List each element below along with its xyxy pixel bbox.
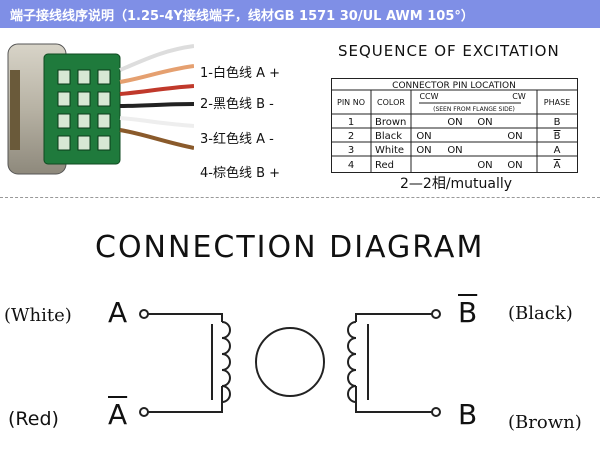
table-cell-on: ON [507, 131, 522, 142]
table-cell-phase: B [554, 117, 561, 128]
banner-title: 端子接线线序说明（1.25-4Y接线端子，线材GB 1571 30/UL AWM… [10, 9, 474, 24]
table-cell-on: ON [416, 131, 431, 142]
wire-label-red: 3-红色线 A - [200, 132, 274, 147]
wire-label-black: 2-黑色线 B - [200, 97, 274, 112]
table-cell-pin: 2 [348, 131, 354, 142]
terminal-b-bar: B [458, 296, 478, 329]
table-cell-on: ON [447, 117, 462, 128]
col-ccw: CCW [419, 92, 438, 101]
terminal-b-dot [431, 407, 441, 417]
table-cell-on: ON [477, 160, 492, 171]
label-brown: (Brown) [508, 412, 582, 433]
header-banner: 端子接线线序说明（1.25-4Y接线端子，线材GB 1571 30/UL AWM… [0, 0, 600, 28]
wire-label-brown: 4-棕色线 B + [200, 166, 281, 181]
table-cell-on: ON [507, 160, 522, 171]
terminal-b-bar-dot [431, 309, 441, 319]
table-cell-pin: 3 [348, 145, 354, 156]
motor-photo [7, 43, 194, 175]
table-header: CONNECTOR PIN LOCATION [392, 81, 516, 91]
label-white: (White) [4, 305, 72, 326]
table-cell-phase: B [554, 131, 561, 142]
diagram-title: CONNECTION DIAGRAM [95, 230, 485, 265]
terminal-b: B [458, 398, 478, 431]
rotor-circle [255, 327, 325, 397]
excitation-table: CONNECTOR PIN LOCATION PIN NO COLOR CCW … [331, 78, 578, 173]
col-pin-no: PIN NO [337, 98, 365, 107]
table-cell-color: Red [375, 160, 394, 171]
table-cell-color: White [375, 145, 404, 156]
table-cell-pin: 4 [348, 160, 354, 171]
label-red: (Red) [8, 408, 59, 430]
table-cell-on: ON [477, 117, 492, 128]
terminal-a-bar: A [108, 398, 128, 431]
table-cell-on: ON [416, 145, 431, 156]
top-panel [0, 28, 600, 198]
mutually-label: 2—2相/mutually [400, 176, 513, 192]
table-cell-on: ON [447, 145, 462, 156]
label-black: (Black) [508, 303, 573, 324]
col-seen: (SEEN FROM FLANGE SIDE) [433, 106, 515, 113]
wire-label-white: 1-白色线 A + [200, 66, 281, 81]
col-cw: CW [512, 92, 526, 101]
table-cell-pin: 1 [348, 117, 354, 128]
right-coil [347, 321, 357, 403]
terminal-a-dot [139, 309, 149, 319]
sequence-title: SEQUENCE OF EXCITATION [338, 42, 560, 60]
table-cell-phase: A [554, 145, 561, 156]
terminal-a-bar-dot [139, 407, 149, 417]
table-cell-color: Brown [375, 117, 406, 128]
table-cell-color: Black [375, 131, 402, 142]
col-color: COLOR [377, 98, 405, 107]
col-phase: PHASE [544, 98, 570, 107]
terminal-a: A [108, 296, 128, 329]
left-coil [221, 321, 231, 403]
table-cell-phase: A [554, 160, 561, 171]
